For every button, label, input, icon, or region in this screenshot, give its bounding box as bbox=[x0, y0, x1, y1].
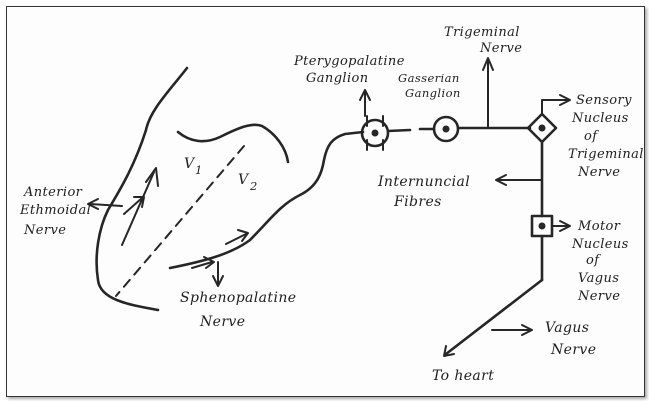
label-anterior-line-1: Anterior bbox=[23, 185, 83, 200]
label-sensory-line-1: Sensory bbox=[576, 93, 632, 108]
label-internuncial-fibres: Internuncial Fibres bbox=[377, 174, 470, 210]
label-pterygopalatine-line-1: Pterygopalatine bbox=[293, 54, 405, 69]
label-sphenopalatine-line-1: Sphenopalatine bbox=[180, 290, 296, 306]
label-gasserian-line-1: Gasserian bbox=[398, 71, 460, 85]
label-pterygopalatine-ganglion: Pterygopalatine Ganglion bbox=[293, 54, 405, 86]
label-to-heart: To heart bbox=[432, 368, 494, 384]
gasserian-ganglion-dot bbox=[443, 126, 450, 133]
label-v1-subscript: 1 bbox=[195, 163, 203, 177]
label-internuncial-line-1: Internuncial bbox=[377, 174, 470, 190]
nose-outline bbox=[97, 68, 187, 310]
label-pterygopalatine-line-2: Ganglion bbox=[306, 71, 369, 86]
label-trigeminal-line-2: Nerve bbox=[479, 41, 522, 56]
vagus-line-diagonal bbox=[446, 280, 542, 354]
label-vagus-nerve: Vagus Nerve bbox=[545, 320, 596, 358]
label-v2: V 2 bbox=[238, 172, 258, 193]
anterior-ethmoidal-arrow bbox=[90, 204, 122, 206]
label-sensory-nucleus: Sensory Nucleus of Trigeminal Nerve bbox=[568, 93, 644, 180]
label-v1: V 1 bbox=[184, 156, 203, 177]
label-gasserian-ganglion: Gasserian Ganglion bbox=[398, 71, 461, 100]
label-motor-nucleus: Motor Nucleus of Vagus Nerve bbox=[571, 219, 629, 304]
label-sensory-line-4: Trigeminal bbox=[568, 147, 644, 162]
label-anterior-line-2: Ethmoidal bbox=[19, 203, 91, 218]
label-motor-line-3: of bbox=[586, 253, 601, 268]
label-sensory-line-3: of bbox=[584, 129, 599, 144]
label-sensory-line-2: Nucleus bbox=[571, 111, 629, 126]
label-motor-line-4: Vagus bbox=[578, 271, 619, 286]
label-anterior-ethmoidal-nerve: Anterior Ethmoidal Nerve bbox=[19, 185, 91, 238]
nose-arrow-1 bbox=[122, 172, 154, 245]
label-gasserian-line-2: Ganglion bbox=[405, 86, 461, 100]
main-trigeminal-line-2 bbox=[420, 128, 530, 129]
label-anterior-line-3: Nerve bbox=[23, 223, 66, 238]
label-internuncial-line-2: Fibres bbox=[393, 194, 442, 210]
pterygopalatine-ganglion-dot bbox=[372, 130, 379, 137]
label-sphenopalatine-line-2: Nerve bbox=[199, 314, 245, 330]
motor-nucleus-dot bbox=[539, 223, 546, 230]
sensory-nucleus-dot bbox=[539, 125, 546, 132]
label-motor-line-5: Nerve bbox=[577, 289, 620, 304]
main-trigeminal-line bbox=[388, 130, 410, 131]
label-sensory-line-5: Nerve bbox=[577, 165, 620, 180]
label-v2-letter: V bbox=[238, 172, 250, 188]
label-trigeminal-line-1: Trigeminal bbox=[444, 25, 520, 40]
dashed-division-line bbox=[116, 146, 244, 296]
label-motor-line-1: Motor bbox=[577, 219, 621, 234]
label-vagus-line-2: Nerve bbox=[550, 342, 596, 358]
label-vagus-line-1: Vagus bbox=[545, 320, 589, 336]
label-motor-line-2: Nucleus bbox=[571, 237, 629, 252]
label-v2-subscript: 2 bbox=[249, 179, 258, 193]
label-trigeminal-nerve: Trigeminal Nerve bbox=[444, 25, 522, 56]
label-sphenopalatine-nerve: Sphenopalatine Nerve bbox=[180, 290, 296, 330]
